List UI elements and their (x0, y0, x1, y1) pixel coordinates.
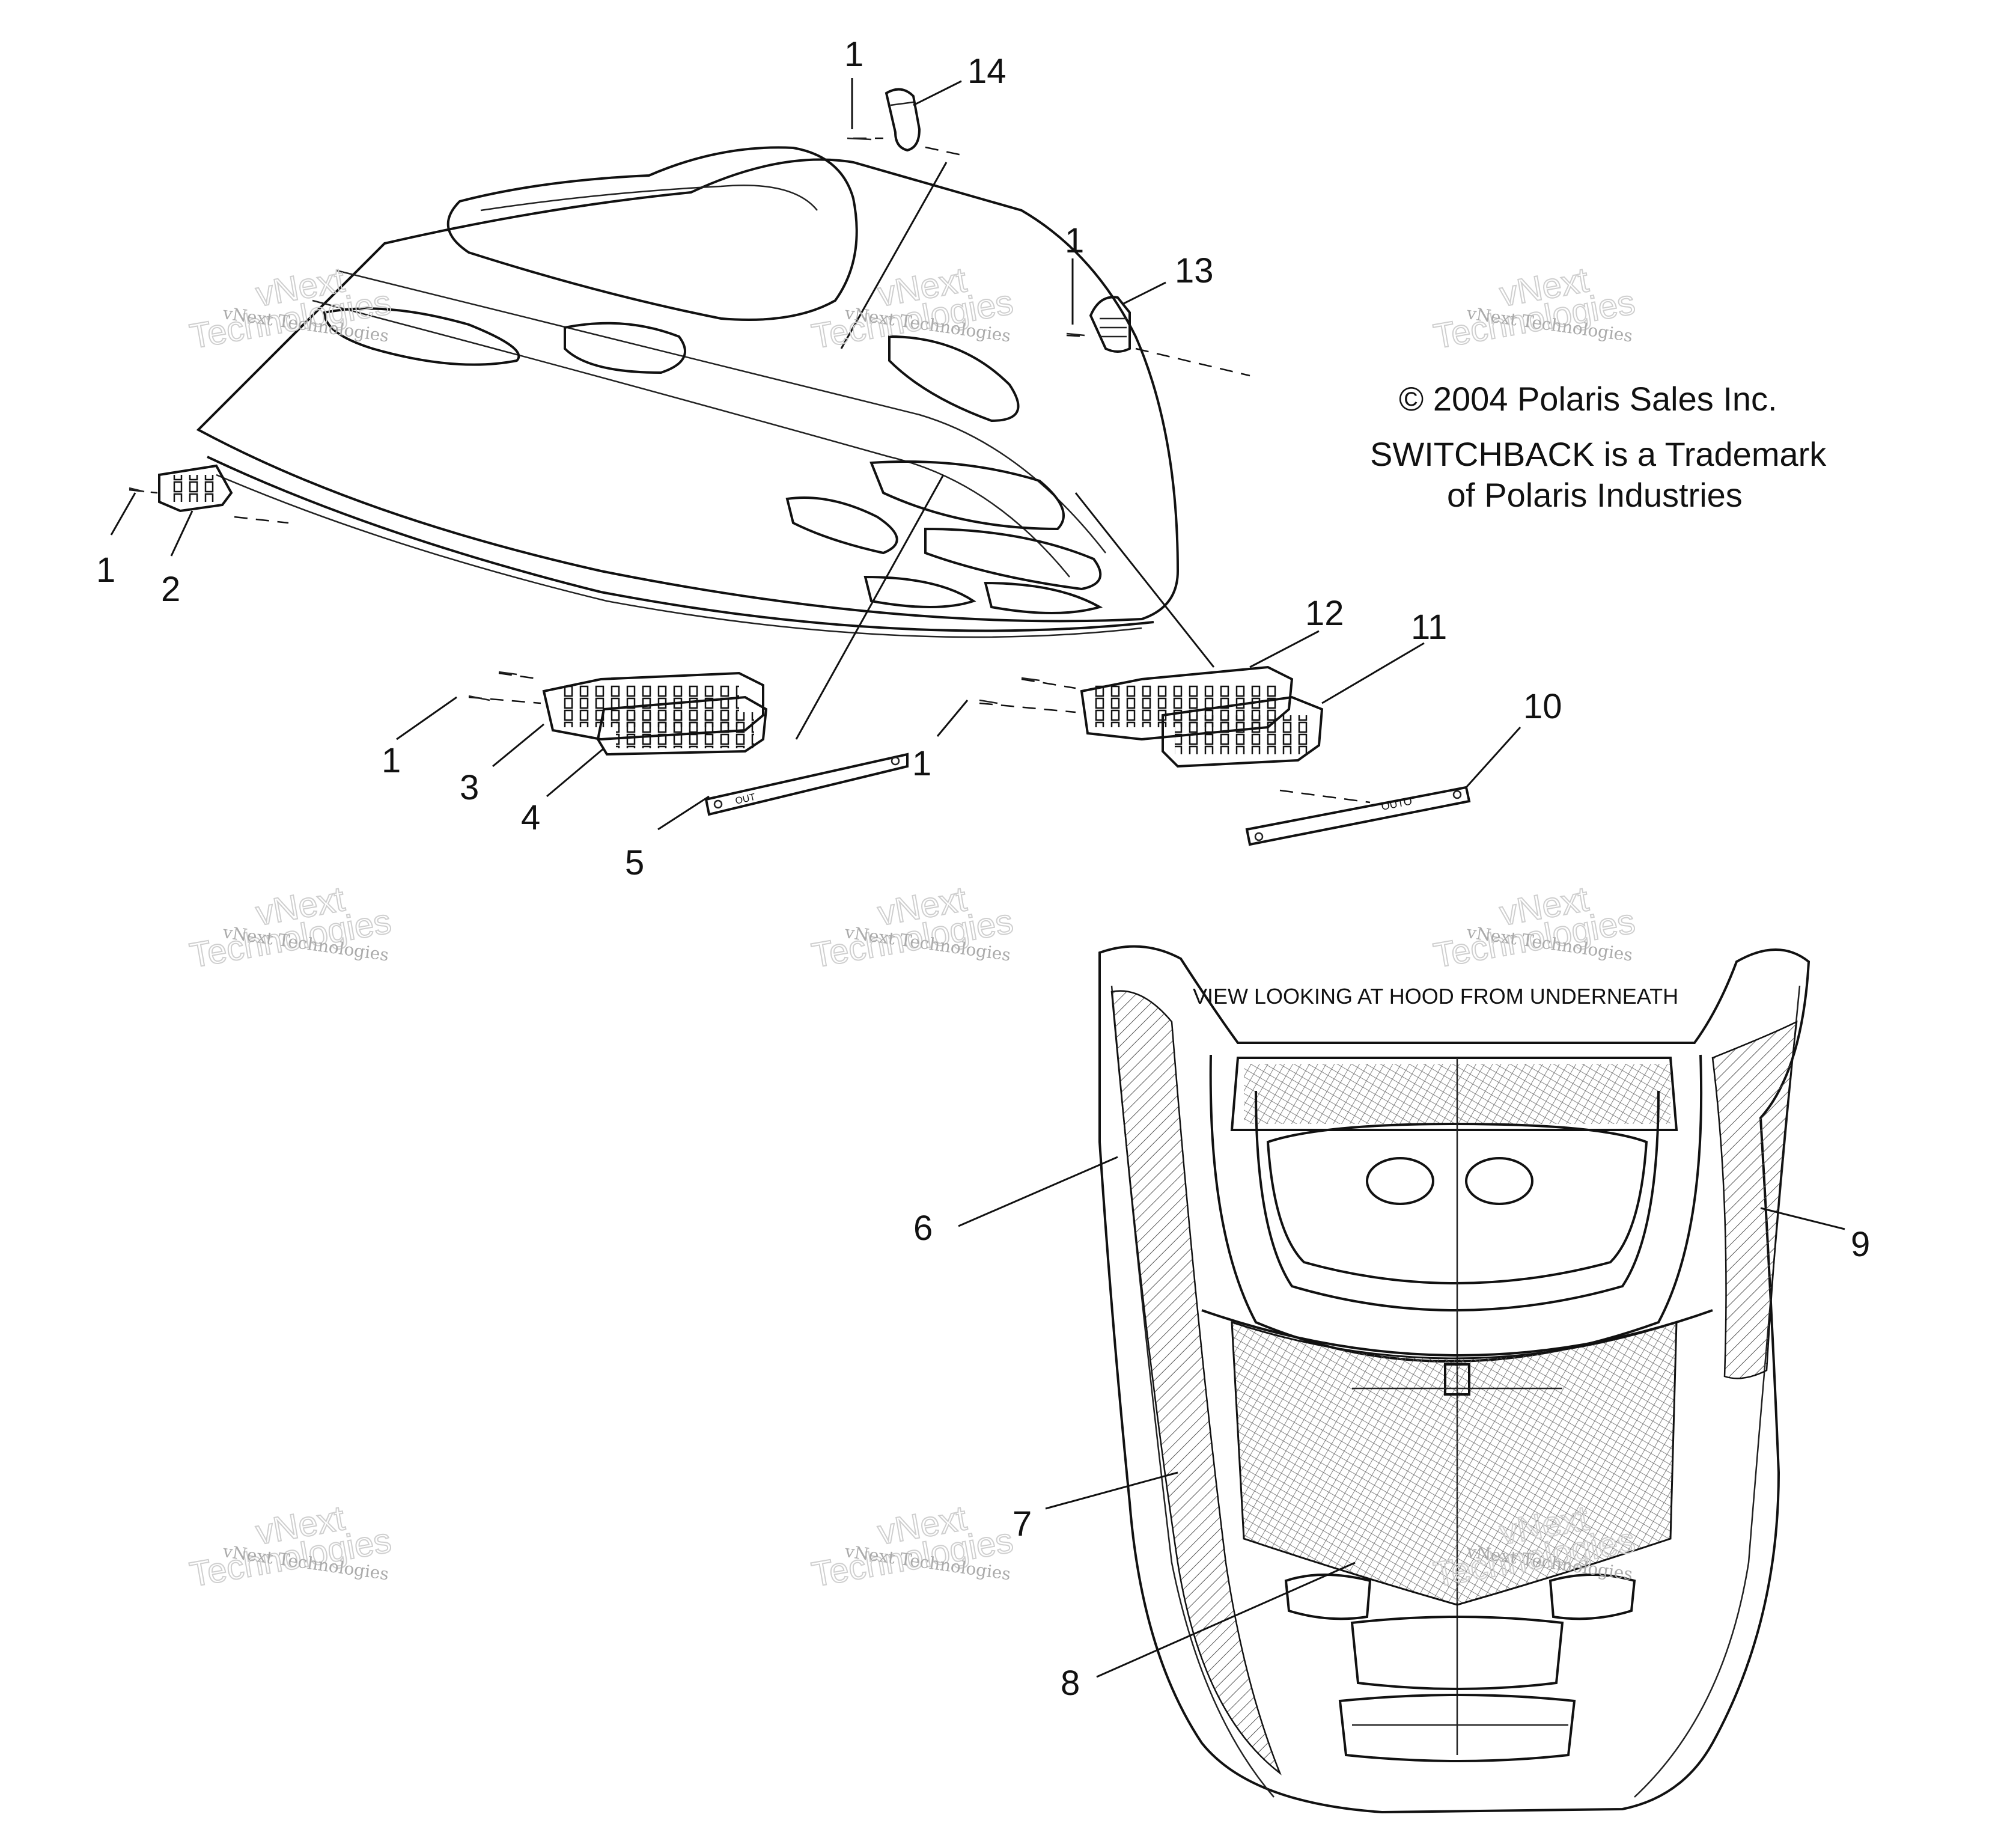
watermark-1: Technologies vNext vNext Technologies (186, 260, 395, 357)
callout-2: 2 (161, 570, 180, 609)
callout-1-mid: 1 (1065, 221, 1084, 260)
part-13-vent-insert (1066, 296, 1250, 377)
trademark-line-1: SWITCHBACK is a Trademark (1370, 435, 1827, 473)
watermark-3: Technologies vNext vNext Technologies (1430, 260, 1639, 357)
watermark-7: Technologies vNext vNext Technologies (186, 1498, 395, 1595)
copyright-notes: © 2004 Polaris Sales Inc. SWITCHBACK is … (1370, 380, 1827, 514)
watermark-8: Technologies vNext vNext Technologies (808, 1498, 1017, 1595)
callout-9: 9 (1851, 1225, 1870, 1264)
watermark-6: Technologies vNext vNext Technologies (1430, 879, 1639, 976)
part-10-badge-right: OUTO (1245, 786, 1471, 846)
copyright-text: © 2004 Polaris Sales Inc. (1399, 380, 1777, 418)
callout-1-top: 1 (844, 35, 863, 74)
callout-10: 10 (1523, 687, 1562, 726)
callout-8: 8 (1061, 1664, 1080, 1703)
hood-underside-view (1098, 945, 1810, 1814)
part-3-4-left-louvers (468, 671, 768, 756)
callout-11: 11 (1411, 608, 1447, 647)
part-11-12-right-louvers (979, 665, 1324, 768)
screw-fasteners (129, 137, 1085, 704)
callout-4: 4 (521, 798, 540, 837)
watermark-5: Technologies vNext vNext Technologies (808, 879, 1017, 976)
leader-lines-bottom (958, 1156, 1845, 1678)
underside-view-label: VIEW LOOKING AT HOOD FROM UNDERNEATH (1193, 984, 1678, 1009)
trademark-line-2: of Polaris Industries (1447, 476, 1743, 514)
callout-14: 14 (967, 52, 1006, 91)
callout-13: 13 (1175, 251, 1214, 290)
callout-1-left: 1 (96, 551, 115, 590)
callout-5: 5 (625, 843, 644, 882)
callout-7: 7 (1013, 1504, 1032, 1543)
part-2-side-louver (129, 464, 289, 524)
badge-outo-text: OUTO (1380, 795, 1413, 812)
hood-top-view (196, 146, 1180, 638)
callout-12: 12 (1305, 594, 1344, 633)
part-14-vent-clip (853, 88, 968, 157)
callout-1-louver-left: 1 (382, 741, 401, 780)
watermark-4: Technologies vNext vNext Technologies (186, 879, 395, 976)
part-5-badge-left: OUT (704, 753, 909, 816)
callout-1-louver-right: 1 (912, 744, 931, 783)
callout-3: 3 (460, 768, 479, 807)
callout-6: 6 (913, 1209, 933, 1248)
leader-lines-top (110, 78, 1521, 831)
callout-numbers: 1 14 1 13 1 2 12 11 10 1 3 4 5 1 6 9 7 8 (96, 35, 1870, 1703)
watermark-2: Technologies vNext vNext Technologies (808, 260, 1017, 357)
